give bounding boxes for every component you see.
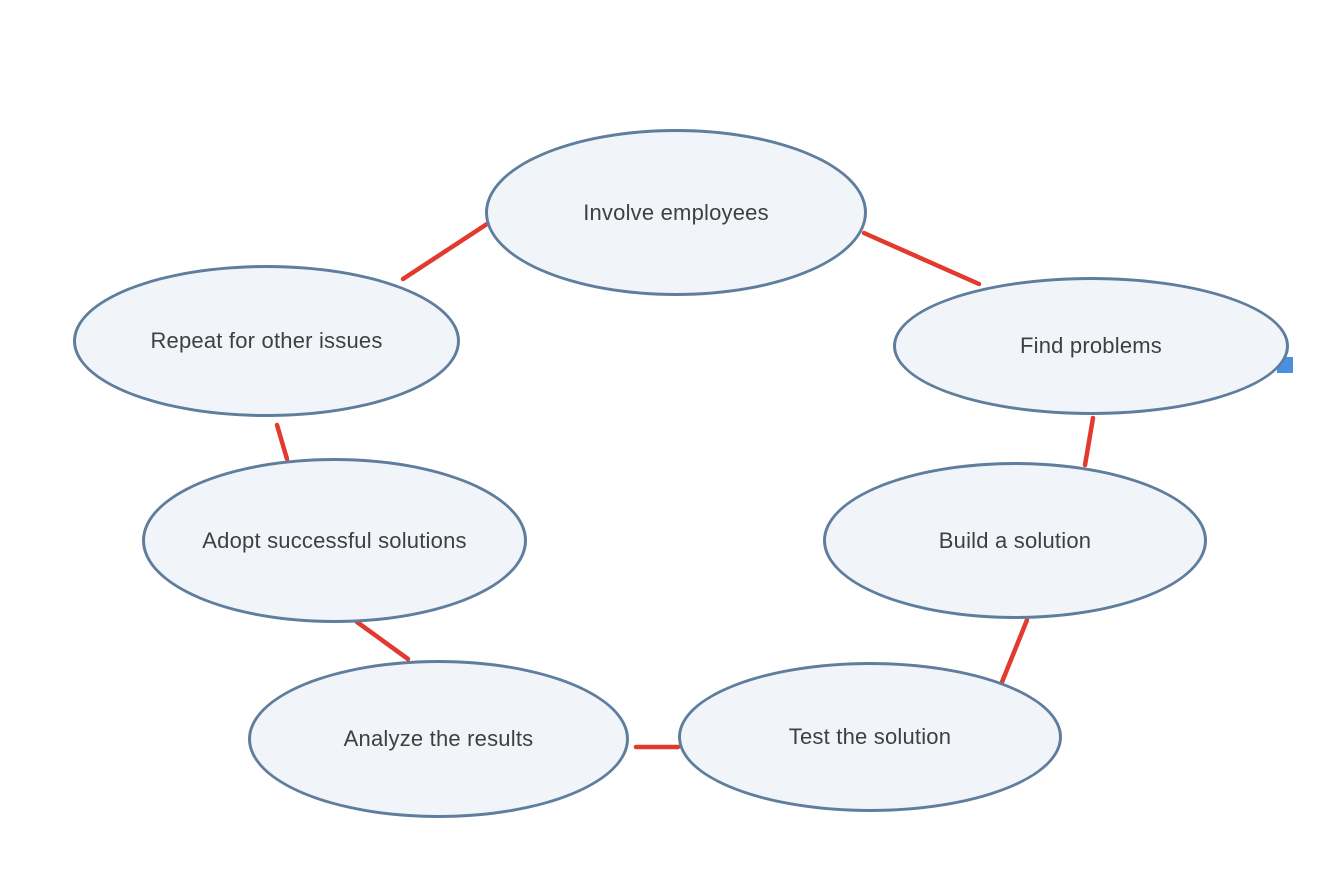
node-involve-employees[interactable]: Involve employees (485, 129, 867, 296)
node-repeat-for-other-issues[interactable]: Repeat for other issues (73, 265, 460, 417)
node-label: Analyze the results (343, 726, 534, 751)
node-find-problems[interactable]: Find problems (893, 277, 1289, 415)
connector-build-test (999, 617, 1030, 685)
connector-analyze-adopt (354, 619, 411, 662)
node-label: Test the solution (788, 724, 952, 749)
node-build-a-solution[interactable]: Build a solution (823, 462, 1207, 619)
node-label: Repeat for other issues (150, 328, 383, 353)
connector-repeat-involve (400, 221, 490, 282)
node-label: Find problems (1020, 333, 1162, 358)
node-test-the-solution[interactable]: Test the solution (678, 662, 1062, 812)
node-label: Build a solution (938, 527, 1092, 553)
node-analyze-the-results[interactable]: Analyze the results (248, 660, 629, 818)
node-label: Adopt successful solutions (202, 527, 467, 553)
connector-involve-find (861, 230, 982, 287)
connector-adopt-repeat (274, 422, 290, 462)
node-adopt-successful-solutions[interactable]: Adopt successful solutions (142, 458, 527, 623)
node-label: Involve employees (583, 199, 769, 225)
connector-find-build (1082, 415, 1096, 468)
